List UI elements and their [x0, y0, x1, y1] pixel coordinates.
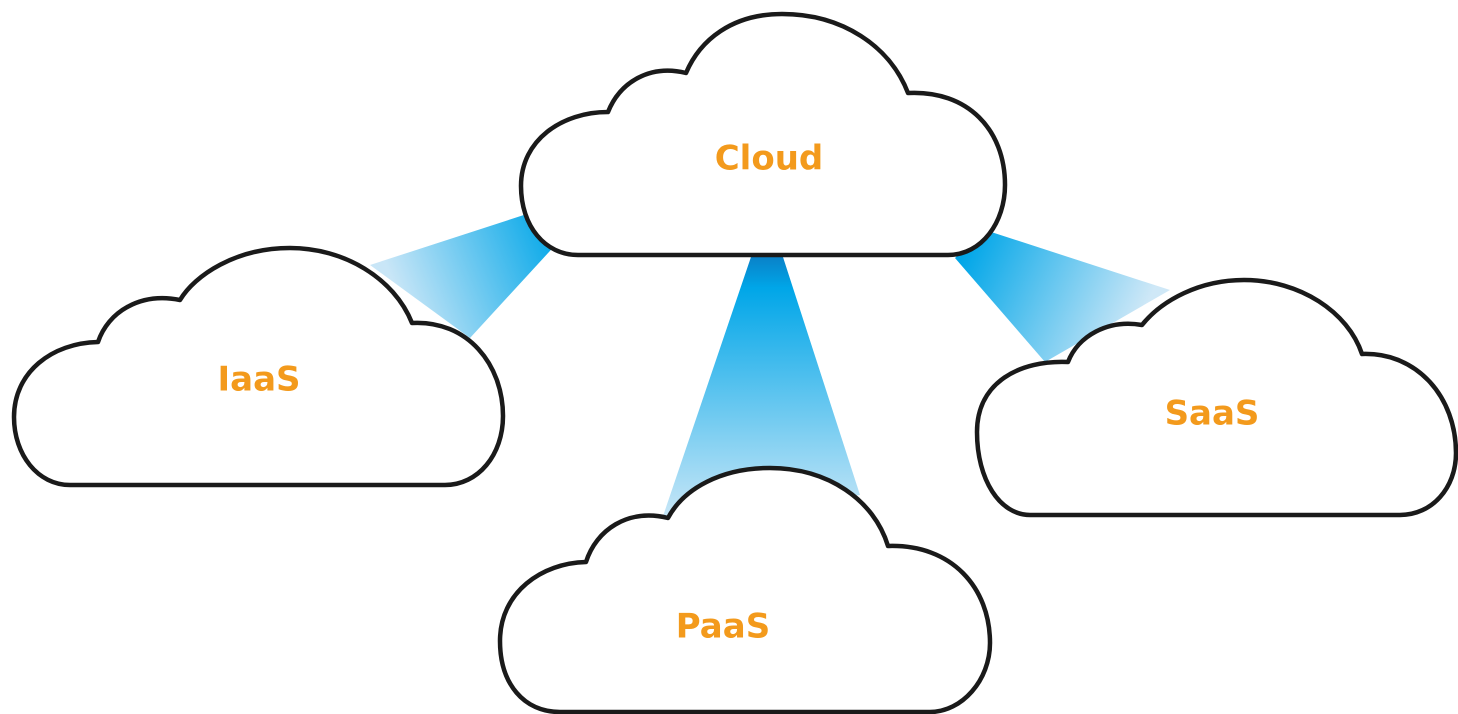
- cloud-node-paas: PaaS: [497, 465, 993, 714]
- iaas-label: IaaS: [217, 360, 300, 400]
- saas-cloud-outline: [974, 277, 1458, 518]
- iaas-cloud-outline: [11, 245, 506, 488]
- cloud-label: Cloud: [715, 139, 824, 179]
- paas-cloud-outline: [497, 465, 993, 714]
- paas-label: PaaS: [676, 607, 770, 647]
- cloud-node-saas: SaaS: [974, 277, 1458, 518]
- cloud-node-iaas: IaaS: [11, 245, 506, 488]
- main-cloud-outline: [518, 11, 1008, 258]
- cloud-node-main: Cloud: [518, 11, 1008, 258]
- connector-cloud-iaas: [370, 213, 560, 338]
- connector-cloud-saas: [955, 230, 1170, 362]
- saas-label: SaaS: [1165, 394, 1260, 434]
- connector-cloud-paas: [660, 254, 860, 525]
